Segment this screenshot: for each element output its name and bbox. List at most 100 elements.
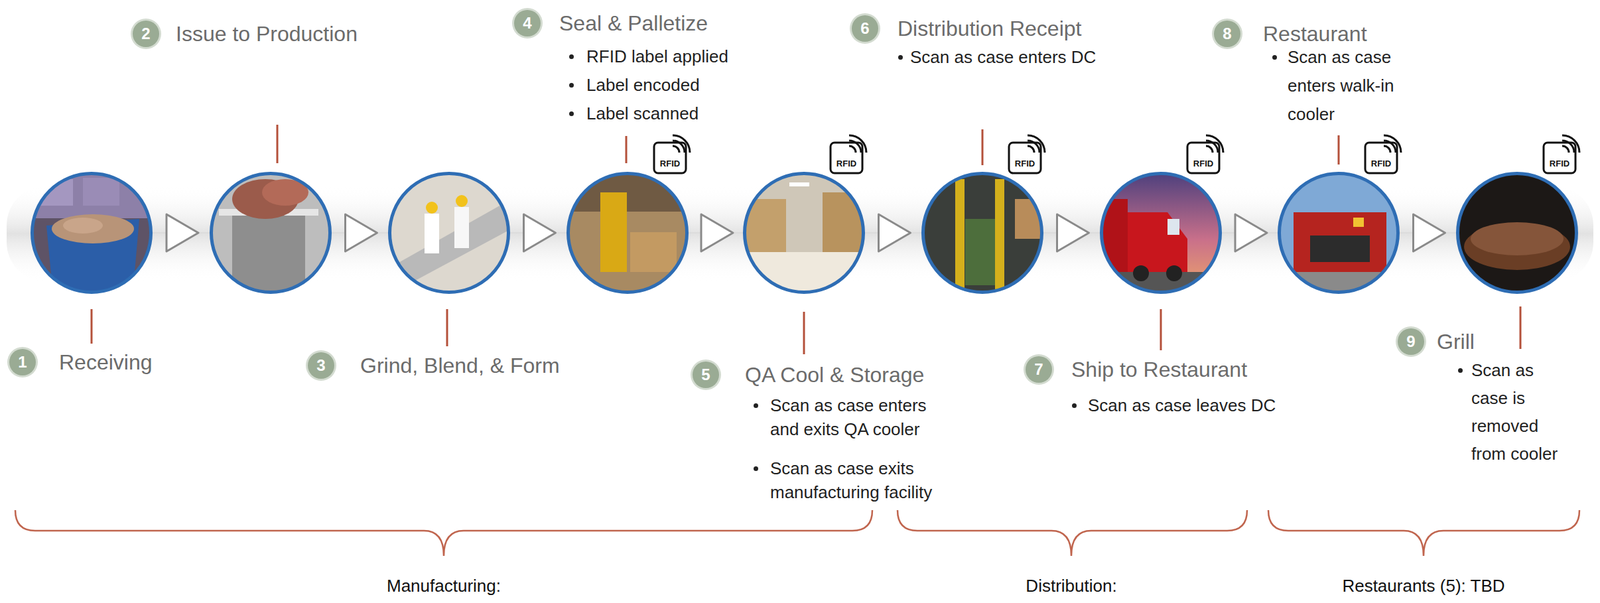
step-bullet: Label encoded (586, 70, 700, 100)
circle-border (32, 173, 152, 293)
circle-border (744, 173, 864, 293)
bullet-dot (569, 111, 574, 117)
dc-photo-part (955, 179, 965, 292)
bullet-dot (753, 403, 759, 408)
issue-photo (209, 171, 334, 296)
receiving-photo-part (30, 171, 154, 296)
flow-arrow (152, 214, 210, 252)
step-title: Receiving (59, 348, 153, 376)
arrow-head (1235, 214, 1267, 252)
production-photo-part (388, 171, 512, 296)
rfid-text: RFID (654, 158, 686, 170)
truck-photo-part (1133, 265, 1149, 282)
callout-number: 8 (1213, 20, 1241, 48)
photo-circle: Distribution ReceiptScan as case enters … (921, 171, 1044, 294)
receiving-photo-part (63, 217, 103, 234)
rfid-text: RFID (1008, 158, 1041, 170)
rfid-text: RFID (1365, 158, 1398, 170)
photo-circle: Seal & PalletizeRFID label appliedLabel … (566, 171, 689, 294)
palletize-photo-part (566, 171, 690, 296)
production-photo-part (424, 213, 440, 254)
arrow-head (701, 214, 734, 252)
rfid-icon-part (830, 142, 863, 174)
circle-border (923, 173, 1043, 293)
arrow-head (878, 214, 911, 252)
circle-outline (209, 171, 332, 294)
group-braces-part (15, 510, 873, 556)
callout-number: 3 (307, 352, 335, 379)
production-photo-part (455, 195, 468, 207)
rfid-icon-part (1187, 142, 1220, 174)
callout-number: 9 (1397, 328, 1425, 355)
photo-circle: Receiving (30, 171, 153, 294)
rfid-icon-part (849, 135, 867, 153)
leader-lines-part (625, 135, 628, 164)
step-bullet: Scan as case is removed from cooler (1471, 356, 1565, 468)
group-label: Restaurants (5): TBD (1341, 575, 1505, 596)
leader-lines-part (1519, 306, 1522, 349)
step-bullet: Scan as case enters walk-in cooler (1287, 43, 1404, 129)
flow-arrow (1043, 214, 1100, 252)
circle-outline (1099, 171, 1222, 294)
rfid-text: RFID (1543, 158, 1576, 170)
bullet-dot (1458, 368, 1463, 373)
step-bullet: Label scanned (586, 99, 699, 129)
rfid-icon (1365, 135, 1401, 174)
group-braces (15, 510, 1580, 556)
leader-lines-part (803, 311, 806, 355)
leader-lines-part (981, 129, 984, 166)
group-label: Distribution: (1025, 575, 1117, 596)
rfid-icon (1187, 135, 1224, 174)
issue-photo-part (232, 212, 306, 296)
production-photo-part (454, 206, 469, 249)
issue-photo-part (209, 171, 334, 296)
callout-number: 7 (1025, 356, 1053, 383)
flow-arrow (1221, 214, 1278, 252)
cooler-photo (742, 171, 869, 296)
receiving-photo-part (82, 177, 120, 206)
rfid-icon (1543, 135, 1580, 174)
receiving-photo-part (51, 214, 134, 244)
flow-arrow (331, 214, 389, 252)
circle-border (1458, 173, 1577, 293)
step-title: Issue to Production (175, 20, 358, 48)
restaurant-photo-part (1353, 217, 1364, 227)
production-photo (388, 171, 512, 296)
rfid-text: RFID (830, 158, 863, 170)
bullet-dot (898, 55, 903, 60)
bullet-dot (1272, 55, 1277, 60)
callout-number: 6 (851, 15, 879, 42)
rfid-icon-part (1205, 135, 1224, 153)
group-braces-part (897, 510, 1248, 556)
step-title: Ship to Restaurant (1071, 356, 1248, 383)
arrow-head (1413, 214, 1446, 252)
palletize-photo-part (630, 232, 677, 272)
rfid-icon (654, 135, 690, 174)
leader-lines-part (1337, 135, 1340, 165)
restaurant-photo-part (1293, 212, 1387, 272)
rfid-icon-part (1365, 142, 1398, 174)
rfid-icon (1008, 135, 1045, 174)
step-title: Grind, Blend, & Form (360, 352, 560, 379)
circle-outline (1277, 171, 1400, 294)
rfid-icon-part (672, 135, 690, 153)
flow-arrow (688, 214, 743, 252)
photo-circle: Ship to RestaurantScan as case leaves DC (1099, 171, 1222, 294)
restaurant-photo (1277, 171, 1401, 299)
leader-lines-part (1160, 309, 1163, 351)
circle-outline (1456, 171, 1579, 294)
flow-arrow (510, 214, 567, 252)
bullet-dot (569, 54, 574, 60)
group-braces-part (1268, 510, 1580, 556)
truck-photo-part (1166, 265, 1183, 282)
callout-number: 5 (692, 361, 720, 389)
rfid-icon (830, 135, 867, 174)
grill-photo (1456, 171, 1580, 296)
arrow-head (166, 214, 199, 252)
callout-number: 2 (132, 20, 160, 48)
rfid-icon-part (654, 142, 686, 174)
flow-arrow (865, 214, 922, 252)
callout-number: 4 (514, 9, 541, 37)
circle-outline (30, 171, 153, 294)
group-label: Manufacturing: (386, 575, 501, 596)
